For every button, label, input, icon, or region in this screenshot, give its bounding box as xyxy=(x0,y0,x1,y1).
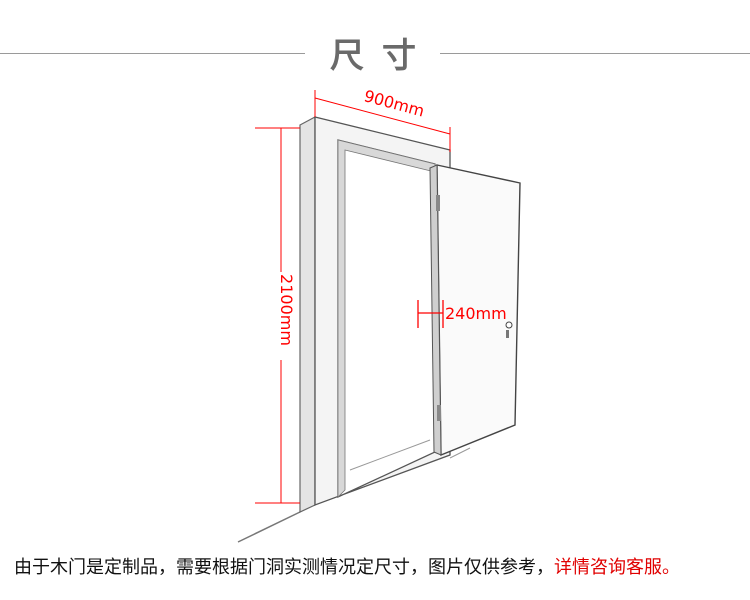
threshold xyxy=(349,439,431,471)
thickness-label: 240mm xyxy=(445,304,507,323)
frame-jamb xyxy=(337,139,436,498)
floor-line-right xyxy=(449,447,471,459)
width-dimension xyxy=(314,90,451,152)
disclaimer-caption: 由于木门是定制品，需要根据门洞实测情况定尺寸，图片仅供参考，详情咨询客服。 xyxy=(14,553,680,579)
frame-side xyxy=(299,116,316,513)
keyhole xyxy=(506,330,509,338)
height-dimension xyxy=(255,127,300,504)
hinge-icon xyxy=(437,405,441,421)
width-label: 900mm xyxy=(362,86,427,120)
caption-main: 由于木门是定制品，需要根据门洞实测情况定尺寸，图片仅供参考， xyxy=(14,557,554,578)
section-title: 尺寸 xyxy=(330,36,434,76)
title-rule-right xyxy=(440,53,750,54)
title-rule-left xyxy=(0,53,305,54)
door-edge xyxy=(429,164,442,456)
door-knob xyxy=(505,321,513,329)
floor-line xyxy=(237,511,301,543)
caption-contact-highlight: 详情咨询客服。 xyxy=(554,557,680,578)
height-label: 2100mm xyxy=(277,274,296,346)
hinge-icon xyxy=(436,195,440,211)
thickness-dimension xyxy=(417,300,444,328)
